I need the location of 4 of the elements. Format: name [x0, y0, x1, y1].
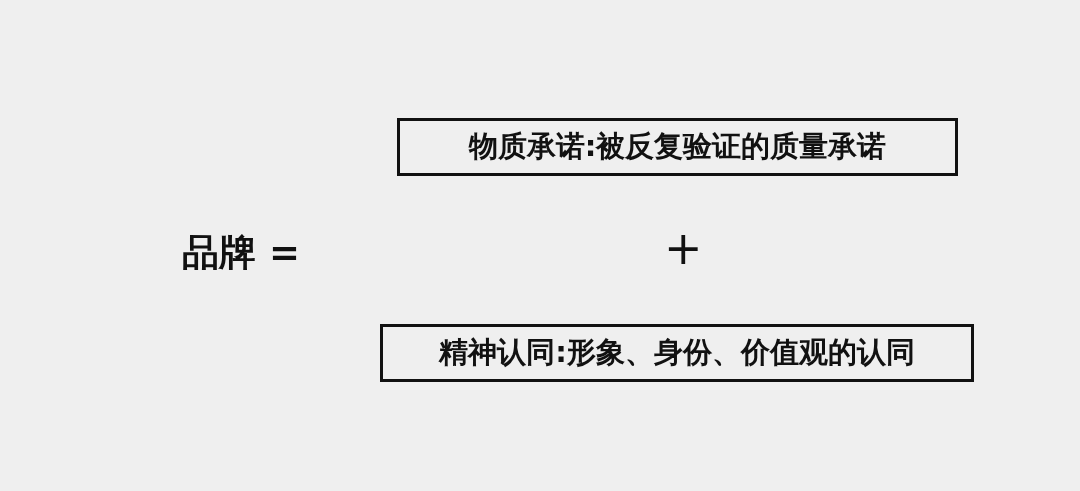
plus-sign: + — [664, 225, 703, 271]
equation-text: 品牌 = — [182, 234, 300, 271]
text-box: 精神认同:形象、身份、价值观的认同 — [380, 324, 974, 382]
text-box: 物质承诺:被反复验证的质量承诺 — [397, 118, 958, 176]
